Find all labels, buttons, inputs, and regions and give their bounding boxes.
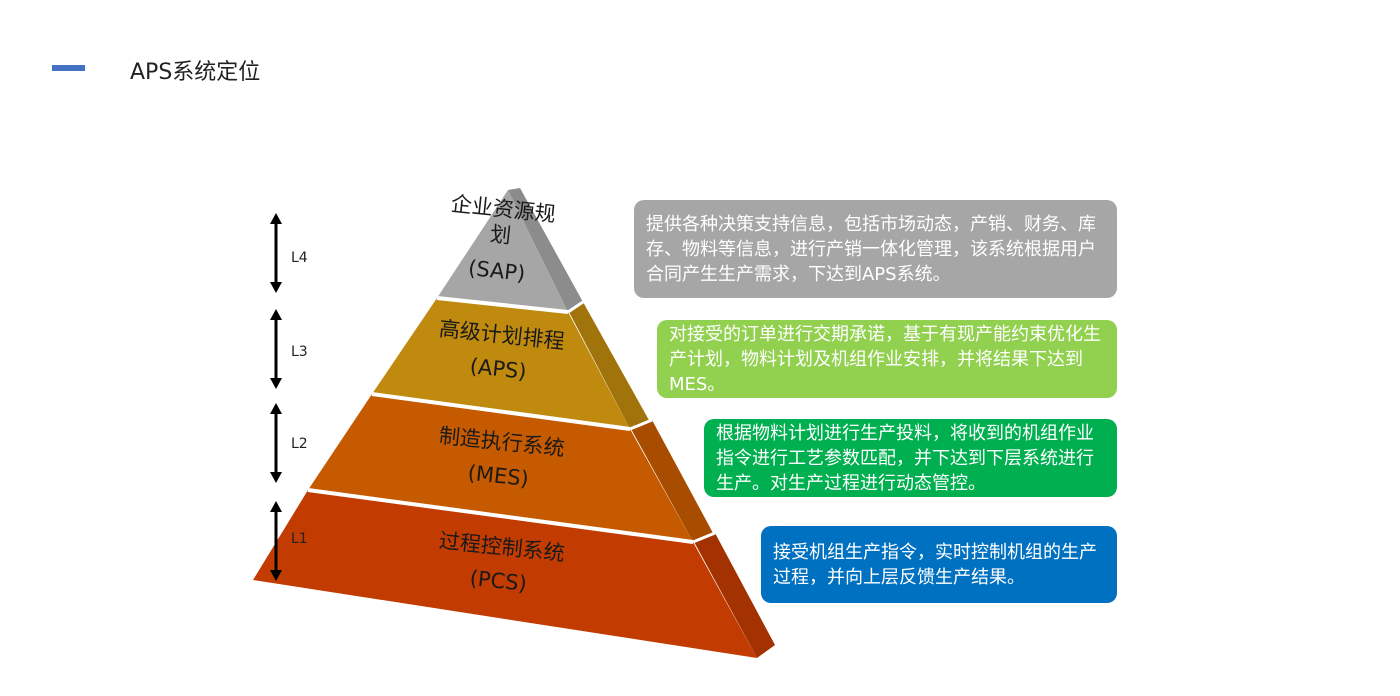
- level-label-l1: L1: [291, 531, 308, 547]
- pyramid-layer-l3-side: [568, 302, 650, 429]
- level-label-l4: L4: [291, 250, 308, 266]
- title-accent-bar: [52, 65, 85, 71]
- description-text-pcs: 接受机组生产指令，实时控制机组的生产过程，并向上层反馈生产结果。: [773, 541, 1097, 588]
- description-box-mes: 根据物料计划进行生产投料，将收到的机组作业指令进行工艺参数匹配，并下达到下层系统…: [704, 419, 1117, 497]
- pyramid-layer-l2-side: [630, 420, 713, 542]
- description-text-aps: 对接受的订单进行交期承诺，基于有现产能约束优化生产计划，物料计划及机组作业安排，…: [669, 323, 1101, 395]
- pyramid-layer-l4-side: [508, 188, 583, 312]
- description-text-sap: 提供各种决策支持信息，包括市场动态，产销、财务、库存、物料等信息，进行产销一体化…: [646, 213, 1096, 285]
- description-box-pcs: 接受机组生产指令，实时控制机组的生产过程，并向上层反馈生产结果。: [761, 526, 1117, 603]
- level-arrow-l1: [270, 501, 282, 581]
- pyramid-layer-l1-face: [253, 490, 757, 658]
- level-arrow-l4: [270, 213, 282, 293]
- pyramid-layer-l4-face: [437, 190, 568, 312]
- level-arrow-l2: [270, 403, 282, 483]
- pyramid-layer-l1-side: [693, 533, 775, 658]
- description-box-sap: 提供各种决策支持信息，包括市场动态，产销、财务、库存、物料等信息，进行产销一体化…: [634, 200, 1117, 298]
- level-label-l3: L3: [291, 344, 308, 360]
- description-box-aps: 对接受的订单进行交期承诺，基于有现产能约束优化生产计划，物料计划及机组作业安排，…: [657, 320, 1117, 398]
- pyramid-layer-l2-face: [308, 394, 693, 542]
- page-title: APS系统定位: [130, 60, 261, 85]
- description-text-mes: 根据物料计划进行生产投料，将收到的机组作业指令进行工艺参数匹配，并下达到下层系统…: [716, 422, 1094, 494]
- level-label-l2: L2: [291, 436, 308, 452]
- layer-name-sap: 企业资源规划: [449, 191, 557, 249]
- layer-text-l4: 企业资源规划 (SAP): [436, 190, 565, 290]
- level-arrow-l3: [270, 309, 282, 389]
- pyramid-layer-l3-face: [372, 298, 630, 429]
